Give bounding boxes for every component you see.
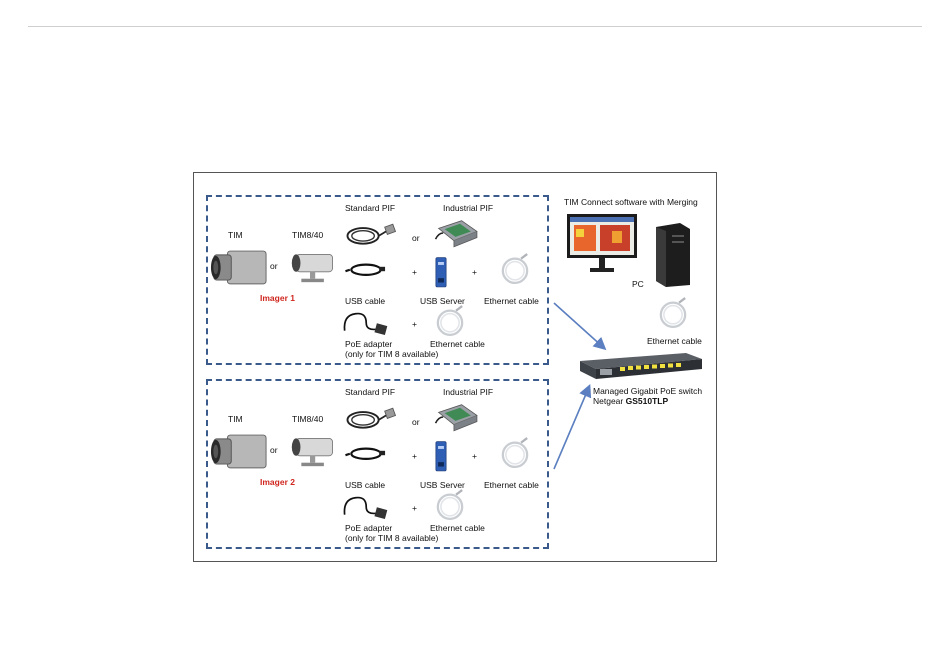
tim840-label: TIM8/40 xyxy=(292,230,324,240)
ethernet-cable-label: Ethernet cable xyxy=(484,296,539,306)
standard-pif-label: Standard PIF xyxy=(345,203,396,213)
poe-switch-icon xyxy=(580,353,702,379)
ethernet-cable-label: Ethernet cable xyxy=(647,336,702,346)
ethernet-cable-label: Ethernet cable xyxy=(430,523,485,533)
plus-sign: + xyxy=(412,503,417,513)
usb-server-label: USB Server xyxy=(420,296,465,306)
plus-sign: + xyxy=(412,319,417,329)
ethernet-cable-label: Ethernet cable xyxy=(484,480,539,490)
tim-label: TIM xyxy=(228,230,243,240)
imager-2-group: TIM TIM8/40 or Imager 2 Standard PIF Ind… xyxy=(206,379,549,549)
switch-model: GS510TLP xyxy=(625,396,669,406)
standard-pif-label: Standard PIF xyxy=(345,387,396,397)
poe-adapter-label: PoE adapter xyxy=(345,339,393,349)
top-divider xyxy=(28,26,922,27)
imager-1-group: TIM TIM8/40 or Imager 1 Standard PIF Ind… xyxy=(206,195,549,365)
usb-cable-label: USB cable xyxy=(345,296,386,306)
or-label: or xyxy=(270,261,278,271)
industrial-pif-label: Industrial PIF xyxy=(443,387,494,397)
switch-label: Managed Gigabit PoE switch xyxy=(593,386,703,396)
switch-model-line: Netgear GS510TLP xyxy=(593,396,668,406)
usb-cable-label: USB cable xyxy=(345,480,386,490)
ethernet-cable-label: Ethernet cable xyxy=(430,339,485,349)
monitor-icon xyxy=(567,214,637,272)
arrow-imager-2 xyxy=(553,384,592,470)
industrial-pif-label: Industrial PIF xyxy=(443,203,494,213)
pc-label: PC xyxy=(632,279,644,289)
plus-sign: + xyxy=(472,451,477,461)
plus-sign: + xyxy=(412,451,417,461)
or-label: or xyxy=(412,417,420,427)
plus-sign: + xyxy=(412,267,417,277)
poe-note: (only for TIM 8 available) xyxy=(345,349,439,359)
poe-note: (only for TIM 8 available) xyxy=(345,533,439,543)
connection-arrows xyxy=(553,302,607,470)
imager-label: Imager 2 xyxy=(260,477,295,487)
pc-tower-icon xyxy=(656,223,690,287)
imager-label: Imager 1 xyxy=(260,293,295,303)
software-label: TIM Connect software with Merging xyxy=(564,197,698,207)
connection-diagram: TIM TIM8/40 or Imager 1 Standard PIF Ind… xyxy=(193,172,717,562)
plus-sign: + xyxy=(472,267,477,277)
usb-server-label: USB Server xyxy=(420,480,465,490)
switch-vendor: Netgear xyxy=(593,396,626,406)
tim840-label: TIM8/40 xyxy=(292,414,324,424)
or-label: or xyxy=(412,233,420,243)
tim-label: TIM xyxy=(228,414,243,424)
or-label: or xyxy=(270,445,278,455)
poe-adapter-label: PoE adapter xyxy=(345,523,393,533)
arrow-imager-1 xyxy=(553,302,607,351)
